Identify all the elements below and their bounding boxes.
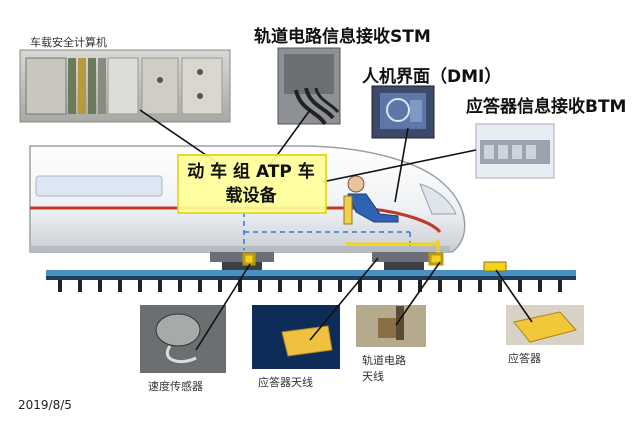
label-stm: 轨道电路信息接收STM [254,27,431,47]
date-stamp: 2019/8/5 [18,398,72,412]
label-track-antenna-line1: 轨道电路 [362,354,406,367]
internal-cable-links [243,212,411,250]
label-dmi: 人机界面（DMI） [362,67,502,87]
track-circuit-antenna-photo [356,305,426,347]
label-btm: 应答器信息接收BTM [466,97,627,117]
sleepers [58,280,562,292]
label-balise: 应答器 [508,352,541,365]
track [46,261,576,292]
label-onboard-computer: 车载安全计算机 [30,36,107,49]
yellow-cable-links [242,240,444,266]
atp-label-line1: 动 车 组 ATP 车 [187,162,315,182]
atp-box [177,154,327,214]
driver-figure [343,175,399,225]
speed-sensor-photo [140,305,226,373]
btm-photo [475,123,555,179]
label-speed-sensor: 速度传感器 [148,380,203,393]
onboard-computer-photo [19,49,231,123]
trackside-balise-marker [483,261,507,272]
bogie-rear [210,252,274,270]
atp-label-line2: 载设备 [225,186,277,206]
label-balise-antenna: 应答器天线 [258,376,313,389]
balise-photo [506,305,584,345]
bogie-front [372,252,436,270]
dmi-photo [371,85,435,139]
label-track-antenna-line2: 天线 [362,370,384,383]
balise-antenna-photo [252,305,340,369]
atp-label: 动 车 组 ATP 车 载设备 [181,160,321,210]
leader-lines [139,109,533,351]
